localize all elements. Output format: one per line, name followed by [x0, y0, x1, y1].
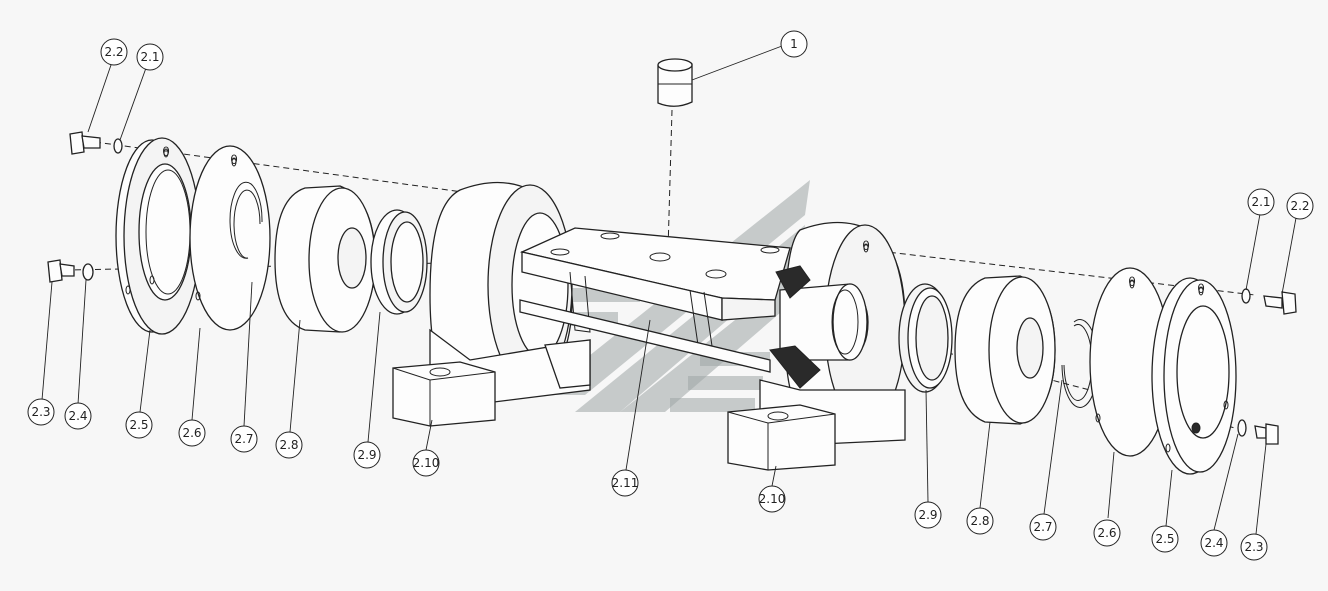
part-grease-cap: [657, 58, 693, 107]
callout-label: 2.4: [1204, 536, 1223, 550]
callout-label: 2.9: [357, 448, 376, 462]
callout-label: 2.10: [759, 492, 786, 506]
callout-label: 2.5: [1155, 532, 1174, 546]
callout-label: 2.11: [612, 476, 639, 490]
callout-2-4-right: 2.4: [1200, 529, 1228, 557]
part-mounting-foot-right: [727, 404, 836, 471]
callout-label: 2.7: [234, 432, 253, 446]
callout-label: 2.5: [129, 418, 148, 432]
callout-label: 2.2: [104, 45, 123, 59]
callout-label: 2.2: [1290, 199, 1309, 213]
part-spacer-cylinder-right: [954, 275, 1056, 425]
hole-mark: θ: [162, 145, 169, 159]
part-housing-right: θ: [759, 221, 906, 446]
callout-2-6-left: 2.6: [178, 419, 206, 447]
callout-label: 2.8: [279, 438, 298, 452]
callout-2-4-left: 2.4: [64, 402, 92, 430]
part-gasket-right: θ: [1089, 267, 1171, 457]
part-retaining-ring-left: [229, 181, 263, 259]
callout-label: 2.1: [1251, 195, 1270, 209]
part-bolt-right-bottom: [1254, 423, 1279, 445]
callout-2-10-right: 2.10: [758, 485, 786, 513]
callout-2-2-left: 2.2: [100, 38, 128, 66]
callout-label: 2.9: [918, 508, 937, 522]
callout-2-8-left: 2.8: [275, 431, 303, 459]
callout-2-9-right: 2.9: [914, 501, 942, 529]
callout-2-5-left: 2.5: [125, 411, 153, 439]
callout-label: 2.7: [1033, 520, 1052, 534]
callout-label: 2.6: [1097, 526, 1116, 540]
part-bolt-left-bottom: [47, 259, 75, 283]
part-washer-right-bottom: [1237, 419, 1247, 437]
part-mounting-foot-left: [392, 339, 591, 427]
leader-lines: [41, 45, 1297, 535]
part-gasket-left: θ: [189, 145, 271, 331]
part-end-cover-left: θ: [115, 137, 201, 335]
callout-2-3-left: 2.3: [27, 398, 55, 426]
hole-mark: θ: [230, 153, 237, 167]
hole-mark: θ: [862, 239, 869, 253]
hole-mark: θ: [1128, 275, 1135, 289]
callout-2-8-right: 2.8: [966, 507, 994, 535]
callout-2-11: 2.11: [611, 469, 639, 497]
callout-label: 2.8: [970, 514, 989, 528]
callout-label: 1: [790, 37, 798, 51]
callout-label: 2.1: [140, 50, 159, 64]
callout-2-1-left: 2.1: [136, 43, 164, 71]
part-end-cover-right: θ: [1151, 277, 1237, 475]
part-bolt-right-top: [1263, 291, 1297, 315]
callout-2-6-right: 2.6: [1093, 519, 1121, 547]
hole-mark: θ: [1197, 282, 1204, 296]
part-bearing-ring-left: [370, 209, 428, 315]
callout-2-7-right: 2.7: [1029, 513, 1057, 541]
part-washer-left-bottom: [82, 263, 94, 281]
callout-1: 1: [780, 30, 808, 58]
callout-2-2-right: 2.2: [1286, 192, 1314, 220]
part-washer-left-top: [113, 138, 123, 154]
callout-2-1-right: 2.1: [1247, 188, 1275, 216]
callout-label: 2.6: [182, 426, 201, 440]
callout-2-5-right: 2.5: [1151, 525, 1179, 553]
callout-2-10-left: 2.10: [412, 449, 440, 477]
callout-2-7-left: 2.7: [230, 425, 258, 453]
part-mounting-plate: [519, 227, 791, 373]
callout-2-9-left: 2.9: [353, 441, 381, 469]
part-bearing-ring-right: [898, 283, 953, 393]
part-spacer-cylinder-left: [274, 185, 376, 333]
callout-label: 2.3: [31, 405, 50, 419]
part-washer-right-top: [1241, 288, 1251, 304]
callout-2-3-right: 2.3: [1240, 533, 1268, 561]
part-bolt-left-top: [69, 131, 101, 155]
callout-label: 2.3: [1244, 540, 1263, 554]
callout-label: 2.10: [413, 456, 440, 470]
callout-label: 2.4: [68, 409, 87, 423]
